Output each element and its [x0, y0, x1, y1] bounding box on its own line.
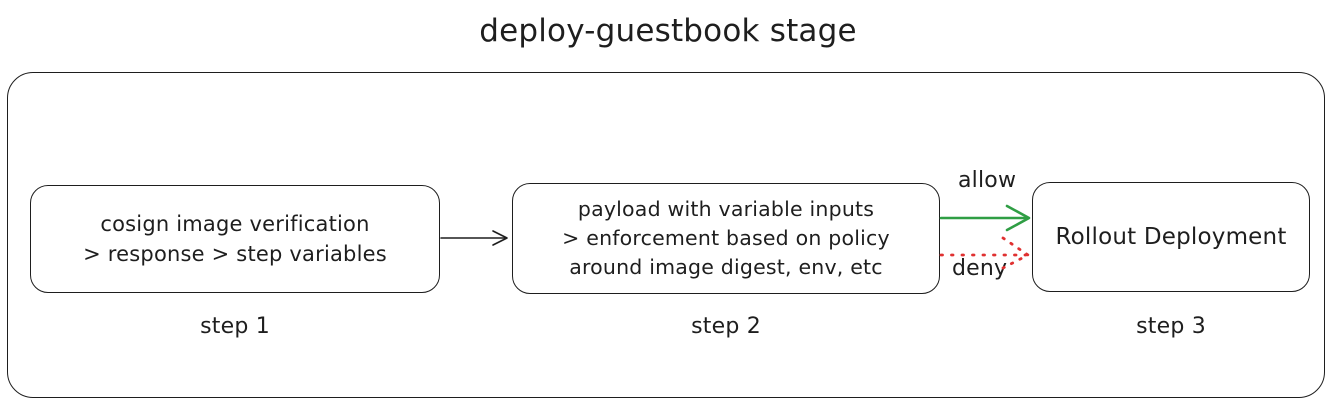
step-3-line-1: Rollout Deployment: [1055, 224, 1287, 250]
step-2-caption: step 2: [691, 314, 761, 339]
step-2-line-2: > enforcement based on policy: [562, 226, 890, 250]
step-2-line-1: payload with variable inputs: [577, 197, 875, 221]
stage-container: [7, 72, 1325, 398]
step-3-box[interactable]: Rollout Deployment: [1032, 182, 1310, 292]
step-3-caption: step 3: [1136, 314, 1206, 339]
step-2-box[interactable]: payload with variable inputs > enforceme…: [512, 183, 940, 294]
step-1-line-1: cosign image verification: [100, 212, 370, 236]
step-1-line-2: > response > step variables: [83, 242, 387, 266]
step-1-caption: step 1: [200, 314, 270, 339]
edge-label-allow: allow: [958, 168, 1017, 193]
step-2-line-3: around image digest, env, etc: [569, 255, 883, 279]
step-1-box[interactable]: cosign image verification > response > s…: [30, 185, 440, 293]
edge-label-deny: deny: [952, 256, 1008, 281]
page-title: deploy-guestbook stage: [479, 13, 857, 49]
